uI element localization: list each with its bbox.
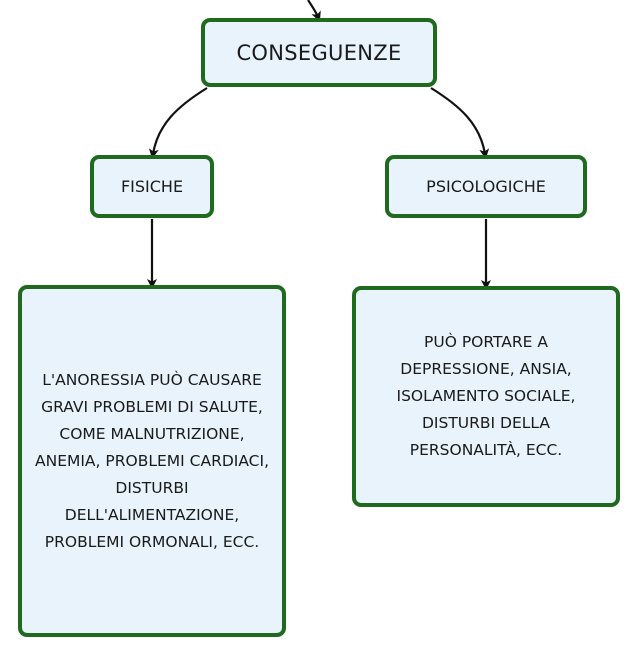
root-node: CONSEGUENZE	[201, 18, 437, 87]
psicologiche-description-node: PUÒ PORTARE A DEPRESSIONE, ANSIA, ISOLAM…	[352, 286, 620, 507]
root-node-label: CONSEGUENZE	[236, 40, 402, 65]
connector-root-to-fisiche	[148, 87, 208, 159]
fisiche-node-label: FISICHE	[120, 177, 184, 196]
psicologiche-description-text: PUÒ PORTARE A DEPRESSIONE, ANSIA, ISOLAM…	[396, 333, 576, 459]
connector-root-to-psicologiche	[430, 87, 490, 159]
incoming-connector	[307, 0, 321, 22]
fisiche-description-text: L'ANORESSIA PUÒ CAUSARE GRAVI PROBLEMI D…	[35, 370, 269, 551]
psicologiche-node: PSICOLOGICHE	[385, 155, 587, 218]
fisiche-description-node: L'ANORESSIA PUÒ CAUSARE GRAVI PROBLEMI D…	[18, 285, 286, 637]
psicologiche-node-label: PSICOLOGICHE	[426, 177, 546, 196]
fisiche-node: FISICHE	[90, 155, 214, 218]
